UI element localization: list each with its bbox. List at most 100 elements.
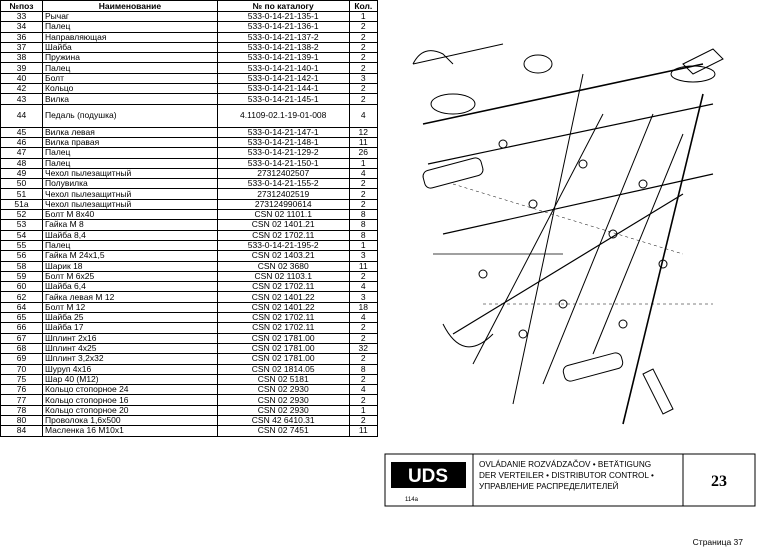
cell-position: 64 [0, 301, 43, 314]
cell-position: 46 [0, 136, 43, 149]
cell-name: Болт М 6x25 [42, 270, 218, 283]
cell-catalog: 27312402507 [216, 167, 350, 180]
cell-qty: 8 [348, 363, 379, 375]
cell-qty: 4 [348, 103, 379, 128]
title-line-3: УПРАВЛЕНИЕ РАСПРЕДЕЛИТЕЛЕЙ [479, 480, 619, 491]
cell-qty: 18 [348, 301, 379, 314]
cell-catalog: CSN 02 1401.22 [216, 301, 350, 314]
cell-catalog: CSN 02 2930 [216, 384, 350, 396]
cell-qty: 2 [348, 353, 379, 365]
cell-position: 51a [0, 198, 43, 211]
cell-position: 44 [0, 103, 43, 128]
cell-catalog: 533-0-14-21-155-2 [216, 178, 350, 190]
cell-qty: 1 [348, 404, 379, 416]
cell-name: Шайба 6,4 [42, 281, 218, 293]
cell-name: Вилка [42, 93, 218, 105]
cell-qty: 2 [348, 414, 379, 427]
cell-position: 52 [0, 209, 43, 221]
parts-table-header: №поз Наименование № по каталогу Кол. [0, 0, 379, 12]
cell-position: 38 [0, 52, 43, 64]
cell-catalog: CSN 02 1781.00 [216, 342, 350, 355]
cell-position: 45 [0, 126, 43, 138]
cell-position: 49 [0, 167, 43, 180]
cell-qty: 2 [348, 41, 379, 54]
cell-name: Шуруп 4x16 [42, 363, 218, 375]
cell-catalog: 533-0-14-21-139-1 [216, 52, 350, 64]
cell-catalog: 533-0-14-21-142-1 [216, 72, 350, 85]
cell-name: Палец [42, 147, 218, 159]
cell-name: Пружина [42, 52, 218, 64]
cell-catalog: CSN 02 1702.11 [216, 229, 350, 241]
cell-name: Вилка левая [42, 126, 218, 138]
cell-position: 56 [0, 250, 43, 262]
cell-catalog: 27312402519 [216, 188, 350, 200]
cell-qty: 4 [348, 281, 379, 293]
cell-name: Чехол пылезащитный [42, 198, 218, 211]
cell-qty: 8 [348, 219, 379, 231]
cell-qty: 11 [348, 425, 379, 437]
uds-logo-text: UDS [408, 466, 448, 487]
col-header-name: Наименование [42, 0, 218, 12]
cell-catalog: CSN 02 7451 [216, 425, 350, 437]
cell-position: 34 [0, 21, 43, 33]
cell-catalog: 533-0-14-21-137-2 [216, 31, 350, 43]
cell-position: 48 [0, 157, 43, 169]
cell-qty: 2 [348, 93, 379, 105]
cell-position: 84 [0, 425, 43, 437]
cell-qty: 4 [348, 312, 379, 324]
cell-catalog: CSN 02 1702.11 [216, 312, 350, 324]
cell-name: Полувилка [42, 178, 218, 190]
cell-position: 47 [0, 147, 43, 159]
cell-position: 62 [0, 291, 43, 303]
cell-qty: 1 [348, 157, 379, 169]
cell-catalog: 533-0-14-21-138-2 [216, 41, 350, 54]
cell-name: Шайба 8,4 [42, 229, 218, 241]
cell-position: 43 [0, 93, 43, 105]
cell-name: Чехол пылезащитный [42, 188, 218, 200]
cell-name: Болт [42, 72, 218, 85]
cell-catalog: CSN 02 1401.22 [216, 291, 350, 303]
cell-qty: 2 [348, 178, 379, 190]
cell-catalog: 273124990614 [216, 198, 350, 211]
cell-name: Палец [42, 239, 218, 252]
cell-position: 50 [0, 178, 43, 190]
cell-name: Шайба [42, 41, 218, 54]
cell-position: 75 [0, 373, 43, 386]
cell-name: Рычаг [42, 10, 218, 23]
cell-catalog: CSN 02 1403.21 [216, 250, 350, 262]
cell-position: 65 [0, 312, 43, 324]
cell-qty: 1 [348, 10, 379, 23]
cell-position: 60 [0, 281, 43, 293]
cell-position: 68 [0, 342, 43, 355]
cell-qty: 2 [348, 31, 379, 43]
cell-qty: 2 [348, 52, 379, 64]
cell-name: Кольцо стопорное 16 [42, 394, 218, 406]
cell-catalog: CSN 02 2930 [216, 404, 350, 416]
cell-qty: 1 [348, 239, 379, 252]
cell-name: Гайка левая М 12 [42, 291, 218, 303]
cell-catalog: 533-0-14-21-150-1 [216, 157, 350, 169]
